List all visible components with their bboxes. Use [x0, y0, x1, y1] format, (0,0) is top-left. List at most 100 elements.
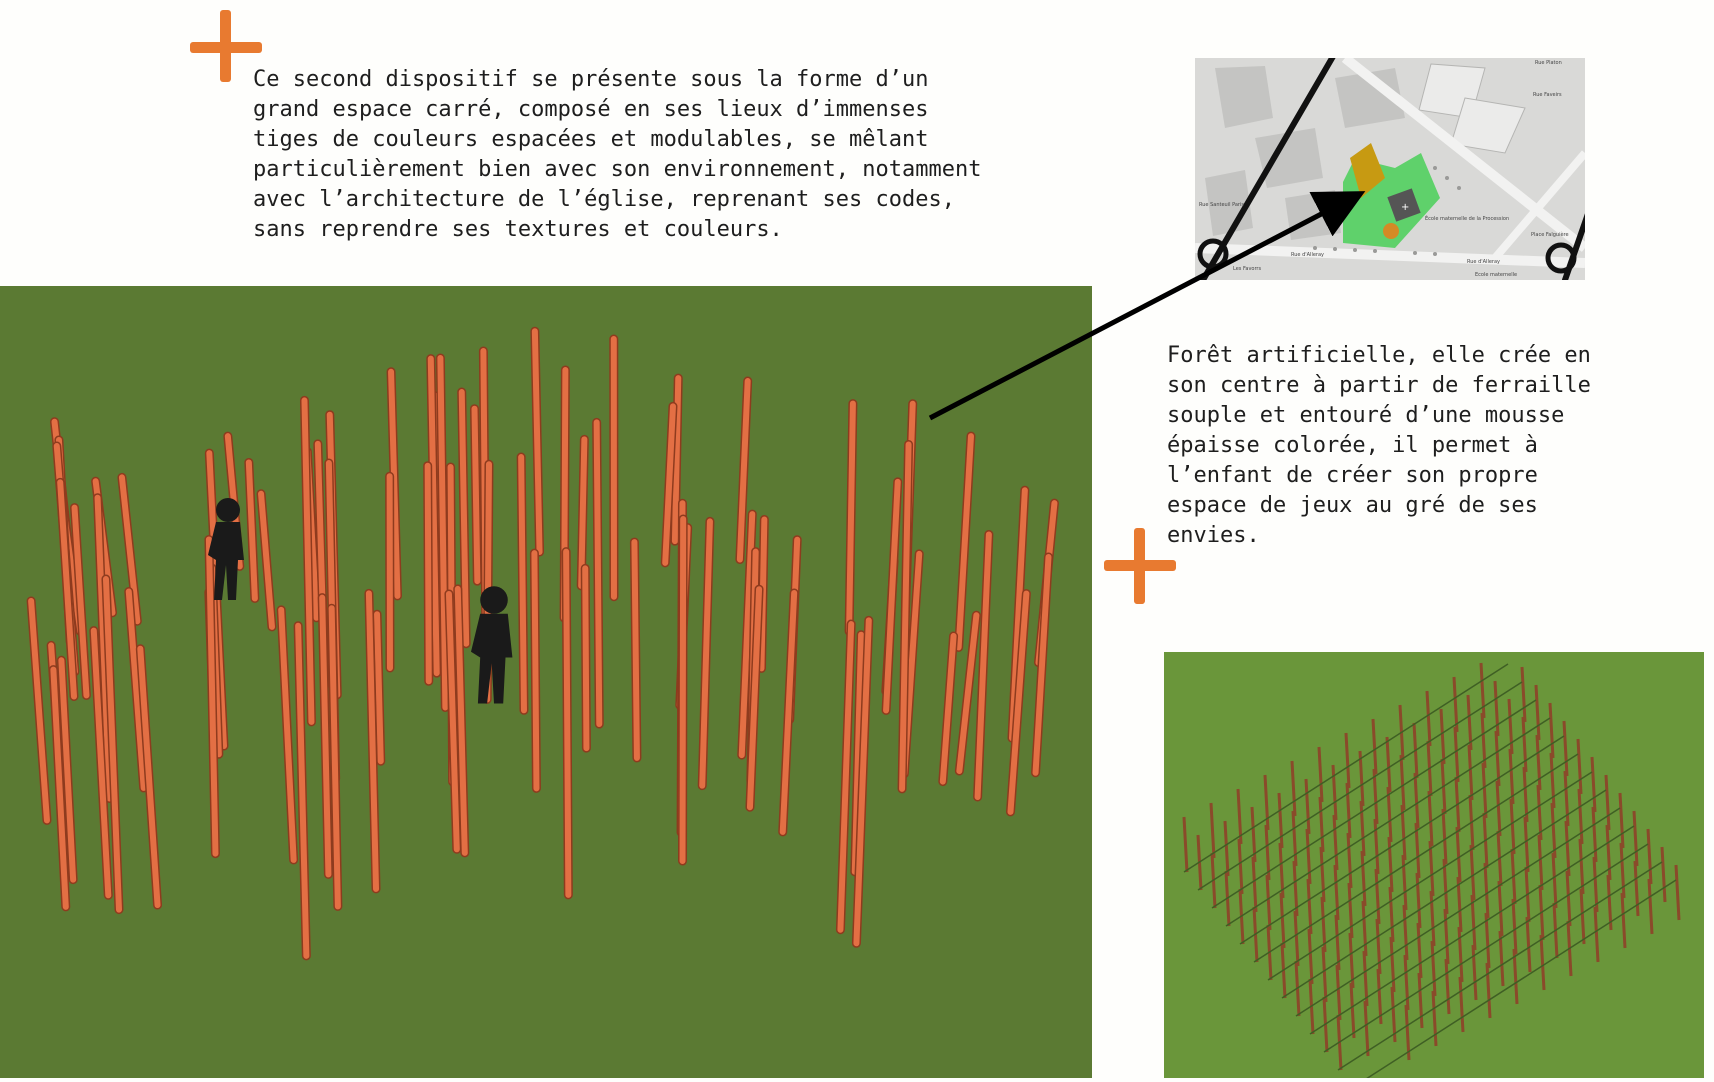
- pole: [1318, 796, 1325, 853]
- pole: [1428, 840, 1435, 897]
- pole: [1495, 780, 1502, 837]
- pole: [1430, 940, 1437, 997]
- pole: [956, 612, 980, 775]
- pole: [974, 531, 992, 800]
- pole: [1576, 738, 1583, 795]
- pole: [1539, 934, 1546, 991]
- pole: [1427, 790, 1434, 847]
- pole: [1674, 864, 1681, 921]
- pole: [1306, 878, 1313, 935]
- pole: [28, 598, 50, 824]
- pole: [1401, 854, 1408, 911]
- pole: [1413, 772, 1420, 829]
- pole: [57, 479, 77, 700]
- pole: [71, 504, 90, 699]
- pole: [94, 494, 113, 802]
- pole: [245, 459, 258, 602]
- pole: [1548, 702, 1555, 759]
- map-label: Les Favorrs: [1233, 266, 1261, 272]
- pole: [1443, 908, 1450, 965]
- pole: [90, 627, 112, 899]
- pole: [1344, 732, 1351, 789]
- pole: [118, 474, 141, 625]
- pole: [365, 590, 380, 892]
- pole: [1442, 858, 1449, 915]
- plus-icon: [190, 10, 262, 82]
- pole: [1236, 788, 1243, 845]
- pole: [301, 397, 315, 725]
- pole: [1360, 850, 1367, 907]
- pole: [1452, 676, 1459, 733]
- pole: [1521, 716, 1528, 773]
- pole: [1660, 846, 1667, 903]
- pole: [1223, 820, 1230, 877]
- pole: [1633, 860, 1640, 917]
- pole: [1646, 828, 1653, 885]
- pole: [1455, 826, 1462, 883]
- pole: [1319, 846, 1326, 903]
- pole: [1483, 862, 1490, 919]
- pole: [1620, 892, 1627, 949]
- pole: [1479, 662, 1486, 719]
- pole: [1444, 958, 1451, 1015]
- map-label: Place Falguière: [1531, 231, 1569, 238]
- pole: [1536, 784, 1543, 841]
- pole: [699, 518, 713, 789]
- plus-icon: [1104, 528, 1176, 604]
- pole: [1564, 820, 1571, 877]
- pole: [1362, 950, 1369, 1007]
- pole: [1522, 766, 1529, 823]
- pole: [671, 375, 682, 545]
- pole: [454, 585, 468, 856]
- pole: [1400, 804, 1407, 861]
- pole: [955, 433, 974, 651]
- pole: [1250, 806, 1257, 863]
- pole: [1523, 816, 1530, 873]
- pole: [1375, 918, 1382, 975]
- pole: [1457, 926, 1464, 983]
- pole: [1497, 880, 1504, 937]
- pole: [1470, 894, 1477, 951]
- pole: [1182, 816, 1189, 873]
- pole: [1415, 872, 1422, 929]
- pole: [1361, 900, 1368, 957]
- pole: [846, 400, 856, 635]
- pole: [137, 645, 161, 909]
- pole: [1593, 906, 1600, 963]
- pole: [1332, 814, 1339, 871]
- pole: [1305, 828, 1312, 885]
- pole: [1606, 874, 1613, 931]
- intro-paragraph: Ce second dispositif se présente sous la…: [253, 67, 982, 242]
- pole: [1590, 756, 1597, 813]
- pole: [851, 631, 865, 875]
- pole: [295, 622, 310, 959]
- pole: [1371, 718, 1378, 775]
- pole: [738, 511, 756, 759]
- pole: [1550, 802, 1557, 859]
- pole: [458, 389, 470, 647]
- pole: [1335, 964, 1342, 1021]
- pole: [1618, 792, 1625, 849]
- pole: [1404, 1004, 1411, 1061]
- pole: [1604, 774, 1611, 831]
- pole: [578, 436, 588, 589]
- pole: [1439, 708, 1446, 765]
- pole: [1402, 904, 1409, 961]
- church-icon: [1387, 188, 1421, 222]
- poles-forest-render: [0, 286, 1092, 1078]
- pole: [1485, 962, 1492, 1019]
- pole: [1008, 487, 1028, 742]
- pole: [1414, 822, 1421, 879]
- detail-paragraph: Forêt artificielle, elle crée en son cen…: [1167, 343, 1591, 548]
- pole: [1480, 712, 1487, 769]
- map-label: Rue Santeuil Paris: [1199, 202, 1244, 208]
- pole: [1385, 736, 1392, 793]
- map-label: Ecole maternelle: [1475, 272, 1517, 278]
- pole: [1333, 864, 1340, 921]
- pole: [388, 368, 401, 599]
- pole: [1372, 768, 1379, 825]
- pole: [531, 550, 540, 792]
- pole: [1453, 726, 1460, 783]
- pole: [1481, 762, 1488, 819]
- pole: [1507, 698, 1514, 755]
